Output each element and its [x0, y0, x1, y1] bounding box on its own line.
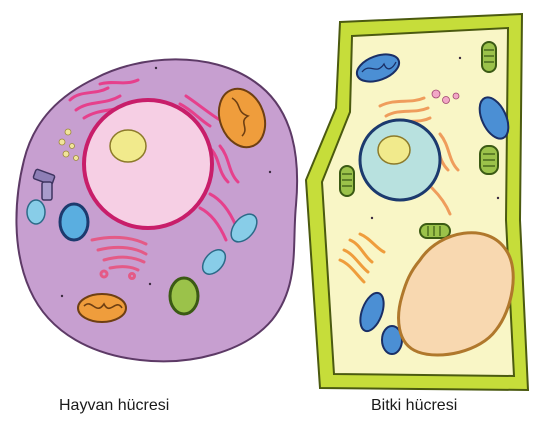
- plant-green-chloroplast-1: [482, 42, 496, 72]
- animal-mitochondrion-2: [78, 294, 126, 322]
- lysosome-left: [27, 200, 45, 224]
- animal-cell-caption: Hayvan hücresi: [59, 397, 169, 415]
- animal-cell: [16, 59, 297, 361]
- plant-green-chloroplast-3: [420, 224, 450, 238]
- plant-cell-caption: Bitki hücresi: [371, 397, 457, 415]
- animal-vacuole: [60, 204, 88, 240]
- plant-green-chloroplast-4: [480, 146, 498, 174]
- animal-nucleus: [84, 100, 212, 228]
- plant-cell: [306, 14, 528, 390]
- animal-nucleolus: [110, 130, 146, 162]
- plant-nucleolus: [378, 136, 410, 164]
- plant-green-chloroplast-2: [340, 166, 354, 196]
- animal-green-vacuole: [170, 278, 198, 314]
